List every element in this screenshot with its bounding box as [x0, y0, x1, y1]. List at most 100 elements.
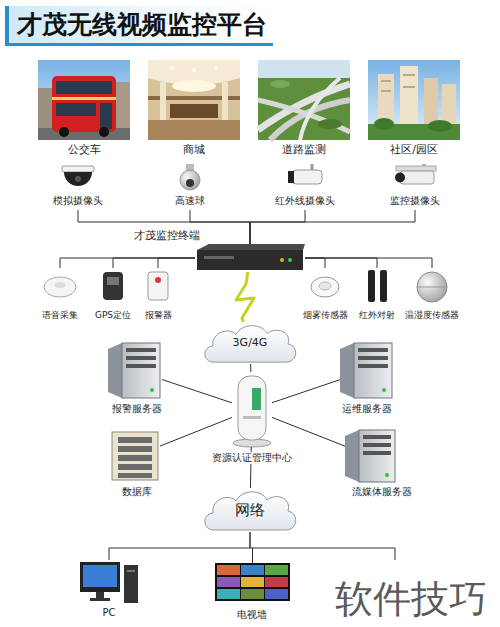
infrared-camera-symbol	[292, 170, 322, 184]
mall-photo	[222, 82, 228, 120]
node-label: 商城	[183, 143, 205, 156]
mall-photo	[160, 82, 166, 120]
alarm-symbol	[155, 277, 161, 283]
bus-photo	[52, 97, 116, 100]
humidity-sensor-symbol	[417, 272, 447, 302]
road-photo	[258, 60, 350, 140]
database-symbol	[118, 464, 152, 470]
alarm-symbol	[148, 272, 168, 300]
camera-icon: 模拟摄像头	[38, 164, 118, 210]
speed-dome-symbol	[180, 164, 200, 190]
camera-icon: 监控摄像头	[375, 164, 455, 210]
node-label: 社区/园区	[390, 143, 438, 156]
node-label: 高速球	[175, 195, 205, 207]
bus-photo	[56, 81, 112, 94]
gps-symbol	[103, 272, 123, 300]
mall-photo	[172, 80, 216, 92]
connector	[250, 364, 251, 372]
database-symbol	[118, 473, 152, 478]
node-label: 道路监测	[282, 143, 326, 156]
node-label: 资源认证管理中心	[210, 452, 294, 464]
connector	[60, 258, 195, 268]
infrared-camera-symbol	[288, 164, 322, 184]
tv-wall-symbol	[215, 563, 290, 601]
photo-tile: 道路监测	[258, 60, 350, 158]
tv-wall-symbol	[265, 577, 288, 587]
gps-symbol	[103, 272, 123, 300]
node-label: 烟雾传感器	[303, 310, 348, 321]
community-photo	[381, 90, 391, 92]
node-label: 模拟摄像头	[53, 195, 103, 207]
server-symbol	[358, 364, 388, 368]
pc-symbol	[124, 565, 138, 603]
connector	[250, 210, 415, 244]
tv-wall-symbol	[241, 589, 264, 599]
database-symbol	[112, 432, 158, 480]
bus-photo	[114, 82, 130, 130]
server-symbol	[340, 343, 354, 398]
terminal-device-symbol	[204, 256, 234, 259]
dome-camera-symbol	[75, 176, 81, 182]
display-icon: 电视墙	[215, 563, 290, 601]
community-photo	[368, 60, 460, 140]
community-photo	[403, 86, 415, 88]
alarm-symbol	[148, 272, 168, 300]
server-symbol	[359, 430, 395, 482]
server-symbol	[126, 356, 156, 360]
sensor-icon: 烟雾传感器	[295, 268, 355, 324]
node-label: GPS定位	[95, 310, 131, 321]
server-symbol	[126, 348, 156, 352]
connector	[250, 210, 305, 244]
bus-wire	[252, 548, 395, 560]
pc-symbol	[80, 562, 120, 592]
sensor-icon: 语音采集	[35, 268, 85, 324]
terminal-device-symbol	[288, 258, 292, 262]
tv-wall-symbol	[265, 565, 288, 575]
network-cloud: 3G/4G	[200, 322, 300, 364]
page-title: 才茂无线视频监控平台	[5, 6, 273, 46]
community-photo	[381, 80, 391, 82]
tv-wall-symbol	[217, 577, 240, 587]
node-label: 公交车	[68, 143, 101, 156]
smoke-sensor-symbol	[311, 277, 339, 297]
server-symbol	[108, 343, 122, 398]
sensor-icon: 红外对射	[352, 268, 402, 324]
box-camera-symbol	[395, 164, 436, 184]
dome-camera-symbol	[62, 166, 94, 186]
node-label: 数据库	[122, 486, 152, 498]
terminal-device-symbol	[280, 258, 284, 262]
management-tower-symbol	[238, 376, 266, 440]
server-symbol	[150, 388, 154, 392]
node-label: PC	[102, 607, 115, 619]
tv-wall-symbol	[217, 589, 240, 599]
server-symbol	[363, 435, 391, 439]
node-label: 红外线摄像头	[275, 195, 335, 207]
server-icon: 运维服务器	[340, 343, 394, 398]
tv-wall-symbol	[241, 565, 264, 575]
mall-photo	[148, 60, 240, 140]
server-icon: 流媒体服务器	[345, 430, 395, 482]
bus-photo	[38, 60, 130, 140]
camera-icon: 高速球	[150, 164, 230, 210]
database-symbol	[118, 455, 152, 461]
connector	[109, 532, 250, 560]
box-camera-symbol	[395, 173, 405, 183]
database-symbol	[118, 437, 152, 443]
management-tower-symbol	[252, 388, 261, 410]
connector	[305, 258, 325, 268]
server-symbol	[354, 343, 392, 398]
server-icon: 报警服务器	[108, 343, 162, 398]
connector	[250, 532, 253, 563]
node-label: 温湿度传感器	[405, 310, 459, 321]
box-camera-symbol	[396, 166, 436, 171]
pc-symbol	[96, 592, 104, 598]
mall-photo	[148, 60, 240, 140]
tv-wall-symbol	[265, 589, 288, 599]
wireless-link	[236, 272, 254, 322]
community-photo	[428, 120, 452, 132]
connector	[272, 417, 345, 446]
road-photo	[270, 80, 290, 88]
node-label: 监控摄像头	[390, 195, 440, 207]
infrared-beam-symbol	[380, 270, 387, 302]
